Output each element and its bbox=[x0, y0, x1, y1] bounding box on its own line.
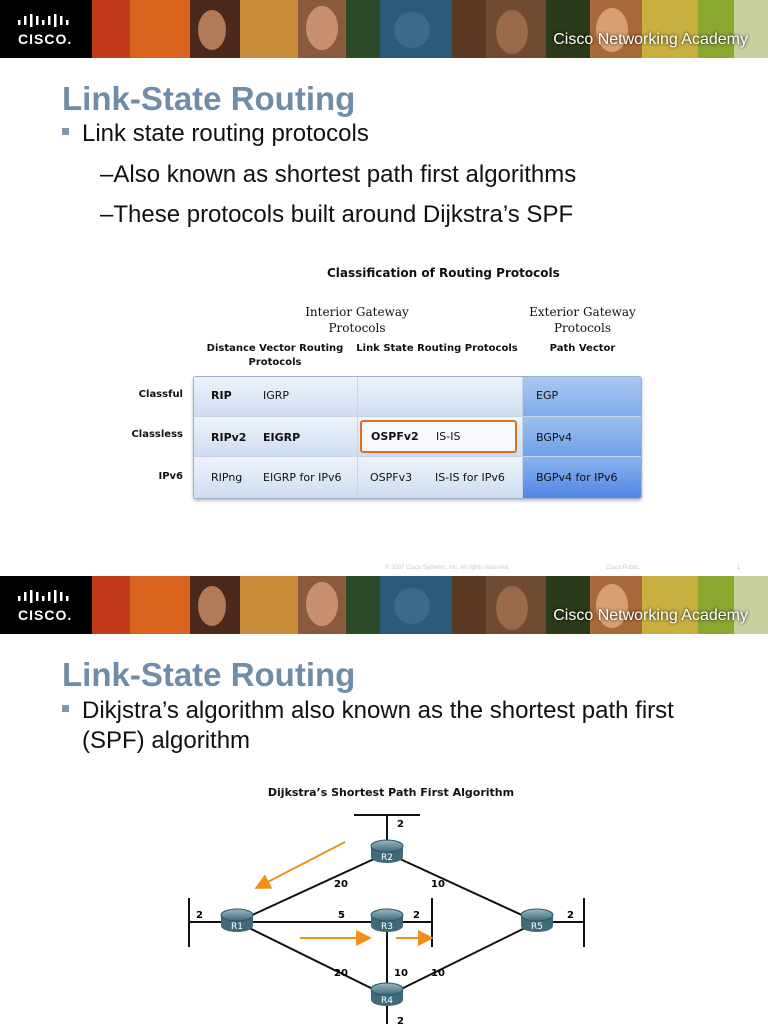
router-icon: R1 bbox=[220, 908, 254, 932]
pv-header: Path Vector bbox=[549, 343, 616, 354]
table-cell: RIP IGRP bbox=[194, 377, 358, 417]
lan-cost-label: 2 bbox=[413, 910, 420, 921]
lan-cost-label: 2 bbox=[567, 910, 574, 921]
logo-text: CISCO. bbox=[18, 607, 73, 623]
link-r4-r5 bbox=[386, 921, 538, 997]
cost-label: 10 bbox=[394, 968, 408, 979]
cost-label: 10 bbox=[431, 879, 445, 890]
table-cell: OSPFv3 IS-IS for IPv6 bbox=[358, 457, 523, 498]
banner: CISCO. Cisco Networking Academy bbox=[0, 576, 768, 634]
cell-text: OSPFv2 bbox=[371, 430, 419, 443]
logo-text: CISCO. bbox=[18, 31, 73, 47]
bullet-marker bbox=[62, 705, 69, 713]
bullet-continuation: (SPF) algorithm bbox=[82, 727, 251, 754]
row-label: Classful bbox=[138, 389, 183, 400]
bullet-text: Link state routing protocols bbox=[82, 120, 369, 147]
slide-1: CISCO. Cisco Netwo bbox=[0, 0, 768, 571]
bullet: Link state routing protocols bbox=[62, 120, 369, 148]
cell-text: OSPFv3 bbox=[370, 471, 413, 484]
link-r1-r4 bbox=[236, 921, 388, 997]
router-label: R1 bbox=[231, 922, 243, 932]
lan-cost-label: 2 bbox=[397, 819, 404, 830]
table-cell: RIPv2 EIGRP bbox=[194, 417, 358, 457]
cell-text: BGPv4 bbox=[536, 431, 573, 444]
row-label: IPv6 bbox=[158, 471, 183, 482]
diagram-title: Dijkstra’s Shortest Path First Algorithm bbox=[267, 786, 515, 799]
sub-bullet-1: –Also known as shortest path first algor… bbox=[100, 161, 577, 188]
spf-network-diagram: 20 10 5 20 10 10 2 2 2 2 2 R2 R1 R3 bbox=[188, 814, 585, 1024]
lan-cost-label: 2 bbox=[196, 910, 203, 921]
cost-label: 10 bbox=[431, 968, 445, 979]
cell-text: BGPv4 for IPv6 bbox=[536, 471, 618, 484]
cell-text: EGP bbox=[536, 389, 559, 402]
cost-label: 20 bbox=[334, 968, 348, 979]
slide-title: Link-State Routing bbox=[62, 80, 356, 117]
footer-copyright: © 2007 Cisco Systems, Inc. All rights re… bbox=[385, 565, 510, 571]
cisco-bars-icon bbox=[18, 14, 69, 27]
table-cell: BGPv4 for IPv6 bbox=[523, 457, 641, 498]
router-label: R3 bbox=[381, 922, 393, 932]
egp-header: Exterior Gateway Protocols bbox=[529, 305, 636, 335]
cell-text: RIP bbox=[211, 389, 232, 402]
router-icon: R5 bbox=[520, 908, 554, 932]
banner: CISCO. Cisco Netwo bbox=[0, 0, 768, 58]
link-r2-r5 bbox=[386, 852, 538, 923]
banner-photo-strip bbox=[92, 576, 768, 634]
banner-caption: Cisco Networking Academy bbox=[553, 31, 748, 48]
igp-header: Interior Gateway Protocols bbox=[305, 305, 409, 335]
table-title: Classification of Routing Protocols bbox=[327, 266, 560, 280]
router-icon: R2 bbox=[370, 839, 404, 863]
router-label: R4 bbox=[381, 996, 393, 1006]
sub-bullet-2: –These protocols built around Dijkstra’s… bbox=[100, 201, 574, 228]
slide-2: CISCO. Cisco Networking Academy Lin bbox=[0, 576, 768, 1024]
cell-text: EIGRP for IPv6 bbox=[263, 471, 342, 484]
slide-title: Link-State Routing bbox=[62, 656, 356, 693]
footer-page-number: 1 bbox=[737, 565, 741, 571]
table-cell: RIPng EIGRP for IPv6 bbox=[194, 457, 358, 498]
cell-text: RIPv2 bbox=[211, 431, 247, 444]
cell-text: EIGRP bbox=[263, 431, 301, 444]
ospf-highlight-box: OSPFv2 IS-IS bbox=[360, 420, 517, 453]
router-label: R2 bbox=[381, 853, 393, 863]
router-icon: R3 bbox=[370, 908, 404, 932]
cell-text: IS-IS for IPv6 bbox=[435, 471, 505, 484]
router-icon: R4 bbox=[370, 982, 404, 1006]
footer-classification: Cisco Public bbox=[606, 565, 640, 571]
banner-caption: Cisco Networking Academy bbox=[553, 607, 748, 624]
cisco-bars-icon bbox=[18, 590, 69, 603]
link-r1-r2 bbox=[236, 852, 388, 923]
lan-cost-label: 2 bbox=[397, 1016, 404, 1024]
table-cell: EGP bbox=[523, 377, 641, 417]
cost-label: 20 bbox=[334, 879, 348, 890]
spf-arrow bbox=[254, 841, 346, 889]
router-label: R5 bbox=[531, 922, 543, 932]
banner-photo-strip bbox=[92, 0, 768, 58]
table-cell bbox=[358, 377, 523, 417]
cell-text: RIPng bbox=[211, 471, 243, 484]
ls-header: Link State Routing Protocols bbox=[356, 343, 518, 354]
cost-label: 5 bbox=[338, 910, 345, 921]
cisco-logo: CISCO. bbox=[0, 576, 92, 634]
bullet-text: Dikjstra’s algorithm also known as the s… bbox=[82, 697, 674, 724]
dv-header: Distance Vector Routing Protocols bbox=[206, 343, 344, 368]
cisco-logo: CISCO. bbox=[0, 0, 92, 58]
cell-text: IGRP bbox=[263, 389, 290, 402]
bullet: Dikjstra’s algorithm also known as the s… bbox=[62, 697, 674, 725]
bullet-marker bbox=[62, 128, 69, 136]
protocol-table: RIP IGRP EGP RIPv2 EIGRP OSPFv2 IS-IS BG… bbox=[193, 376, 642, 499]
row-label: Classless bbox=[131, 429, 183, 440]
table-cell: BGPv4 bbox=[523, 417, 641, 457]
cell-text: IS-IS bbox=[436, 430, 461, 443]
